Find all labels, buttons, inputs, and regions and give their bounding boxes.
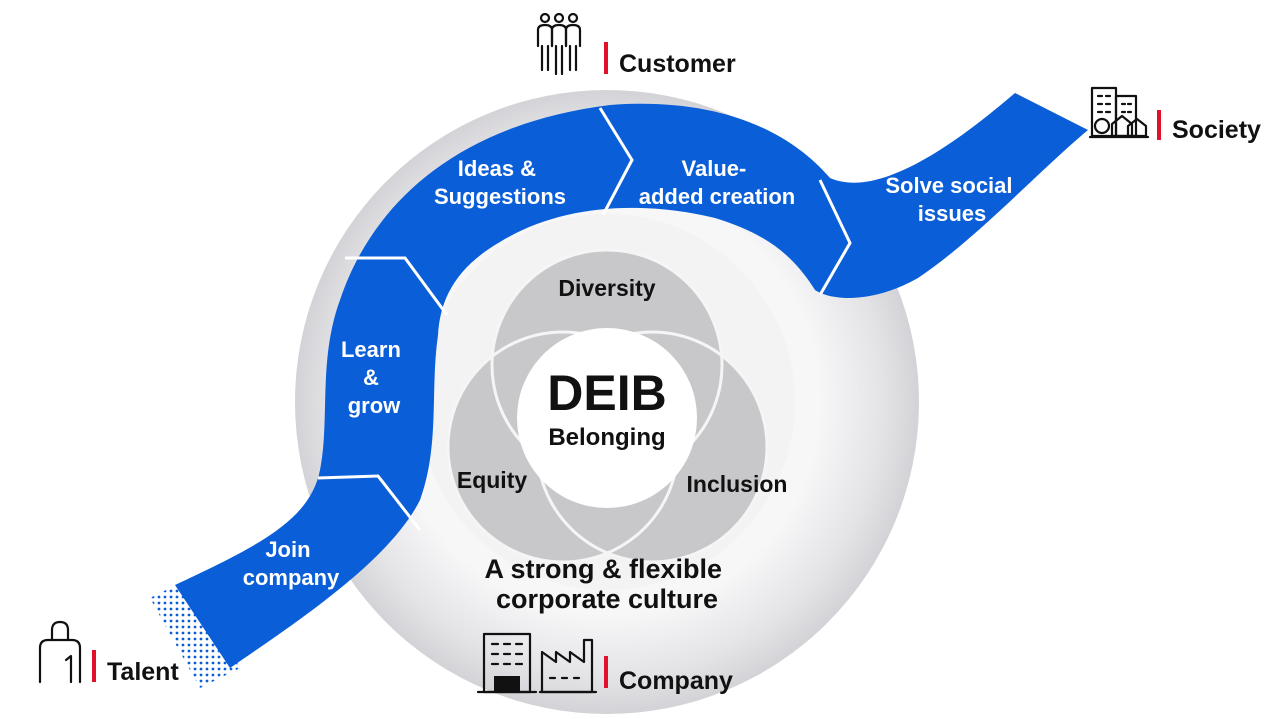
stakeholder-society: Society <box>1172 116 1261 144</box>
person-icon <box>38 620 82 684</box>
people-group-icon <box>536 12 582 76</box>
separator-value-solve <box>818 179 852 296</box>
flow-band <box>150 93 1088 688</box>
step-solve: Solve social issues <box>885 173 1018 226</box>
venn-diagram <box>446 248 769 564</box>
talent-accent-bar <box>92 650 96 682</box>
stakeholder-talent: Talent <box>107 658 179 686</box>
step-value: Value- added creation <box>639 156 795 209</box>
stakeholder-company: Company <box>619 667 733 695</box>
venn-label-inclusion: Inclusion <box>687 471 788 497</box>
separator-join-learn <box>317 474 422 531</box>
company-accent-bar <box>604 656 608 688</box>
separator-ideas-value <box>598 107 634 216</box>
society-accent-bar <box>1157 110 1161 140</box>
center-title: DEIB <box>547 365 666 421</box>
culture-caption: A strong & flexible corporate culture <box>484 554 729 614</box>
venn-center <box>517 328 697 508</box>
step-ideas: Ideas & Suggestions <box>434 156 566 209</box>
venn-label-diversity: Diversity <box>558 275 655 301</box>
step-learn: Learn & grow <box>341 337 407 418</box>
flow-tail-dots <box>150 578 240 688</box>
customer-accent-bar <box>604 42 608 74</box>
building-factory-icon <box>476 632 598 694</box>
step-join: Join company <box>243 537 340 590</box>
center-subtitle: Belonging <box>548 424 665 451</box>
city-houses-icon <box>1088 86 1150 139</box>
separator-learn-ideas <box>345 256 449 316</box>
flow-band-shape <box>175 93 1088 668</box>
venn-label-equity: Equity <box>457 467 527 493</box>
stakeholder-customer: Customer <box>619 50 736 78</box>
